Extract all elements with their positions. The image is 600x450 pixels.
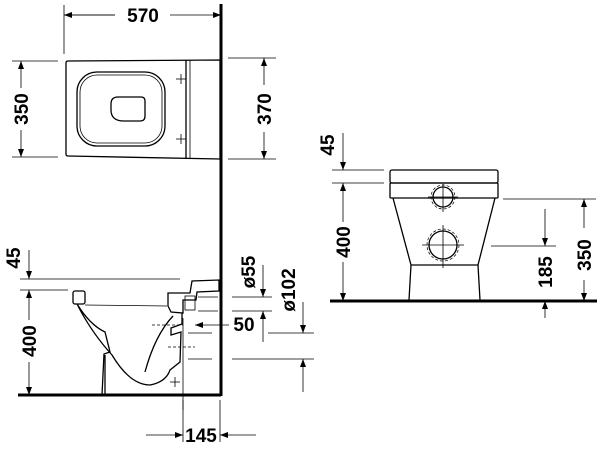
front-view	[389, 169, 499, 301]
dim-label: ø102	[279, 268, 300, 311]
dimension-bowl-height-front: 400	[334, 183, 355, 301]
dim-label: 185	[536, 256, 557, 288]
mounting-point-icon	[176, 134, 186, 144]
dim-label: 45	[4, 247, 25, 269]
dim-label: 370	[255, 93, 276, 125]
dim-label: 350	[12, 93, 33, 125]
dim-label: ø55	[239, 255, 260, 288]
dim-label: 400	[20, 325, 41, 357]
dimension-outlet-distance: 145	[146, 400, 256, 447]
dimension-depth-right: 370	[228, 57, 276, 160]
dimension-seat-height-side: 45	[4, 247, 180, 291]
inlet-circle-icon	[428, 184, 458, 212]
dimension-outlet-height: 185	[491, 209, 557, 318]
mounting-point-icon	[170, 377, 180, 387]
dim-label: 45	[318, 134, 339, 156]
mounting-point-icon	[176, 74, 186, 84]
dim-label: 400	[334, 226, 355, 258]
dimension-seat-height-front: 45	[318, 133, 384, 184]
dimension-bowl-height-side: 400	[20, 290, 41, 395]
dimension-inlet-height: 350	[503, 198, 596, 301]
top-view	[65, 59, 221, 160]
dimension-outlet-diameter: ø102	[232, 268, 314, 392]
side-view	[72, 279, 220, 410]
dim-label: 50	[233, 315, 254, 336]
dimension-width: 570	[63, 5, 221, 54]
dim-label: 350	[575, 239, 596, 271]
dimension-inlet-diameter: ø55	[232, 255, 272, 342]
dimension-inlet-offset: 50	[195, 315, 255, 336]
dim-label: 570	[127, 6, 159, 27]
dim-label: 145	[185, 426, 217, 447]
dimension-depth-left: 350	[12, 60, 58, 158]
outlet-circle-icon	[422, 225, 464, 268]
